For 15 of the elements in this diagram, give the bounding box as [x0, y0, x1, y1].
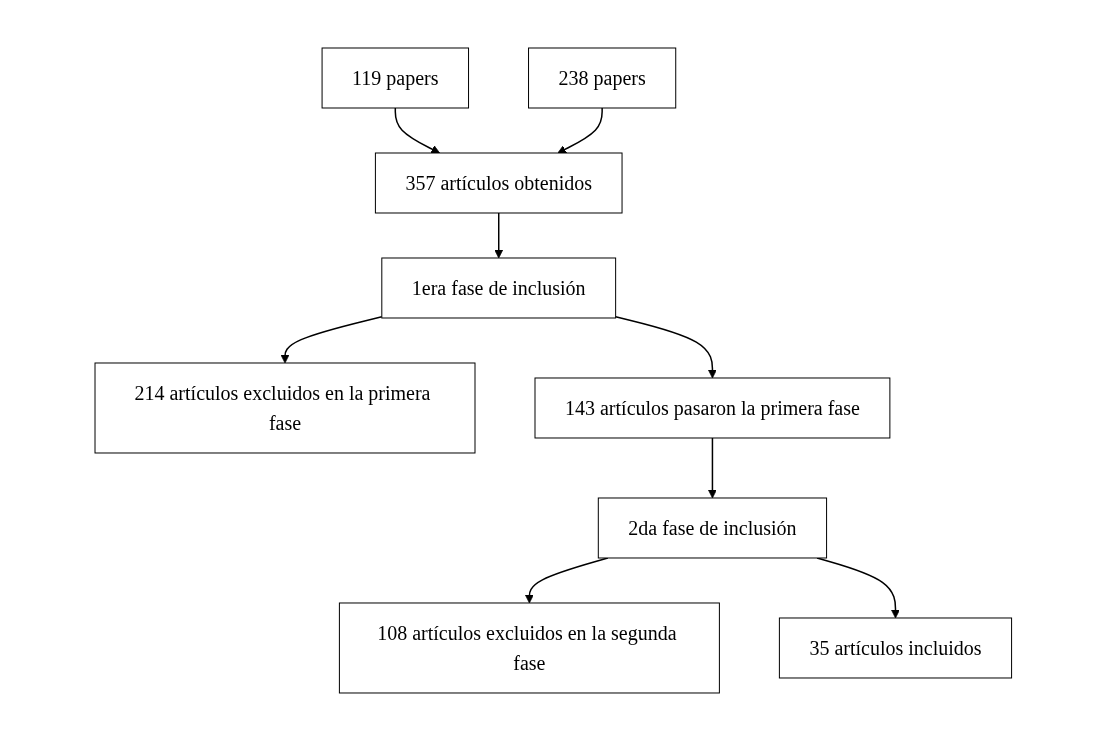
- node-box: 143 artículos pasaron la primera fase: [534, 377, 891, 438]
- arrow: [394, 106, 441, 153]
- node-box: 357 artículos obtenidos: [375, 152, 623, 213]
- node-box: 238 papers: [528, 47, 677, 108]
- arrow: [494, 211, 504, 258]
- arrow: [708, 436, 718, 498]
- node-box: 119 papers: [321, 47, 470, 108]
- node-box: 1era fase de inclusión: [381, 257, 617, 318]
- node-box: 35 artículos incluidos: [779, 617, 1013, 678]
- arrow: [280, 315, 383, 363]
- arrow: [615, 315, 718, 378]
- node-box: 214 artículos excluidos en la primera fase: [94, 362, 476, 453]
- node-box: 2da fase de inclusión: [598, 497, 828, 558]
- arrow: [557, 106, 604, 153]
- node-box: 108 artículos excluidos en la segunda fase: [339, 602, 721, 693]
